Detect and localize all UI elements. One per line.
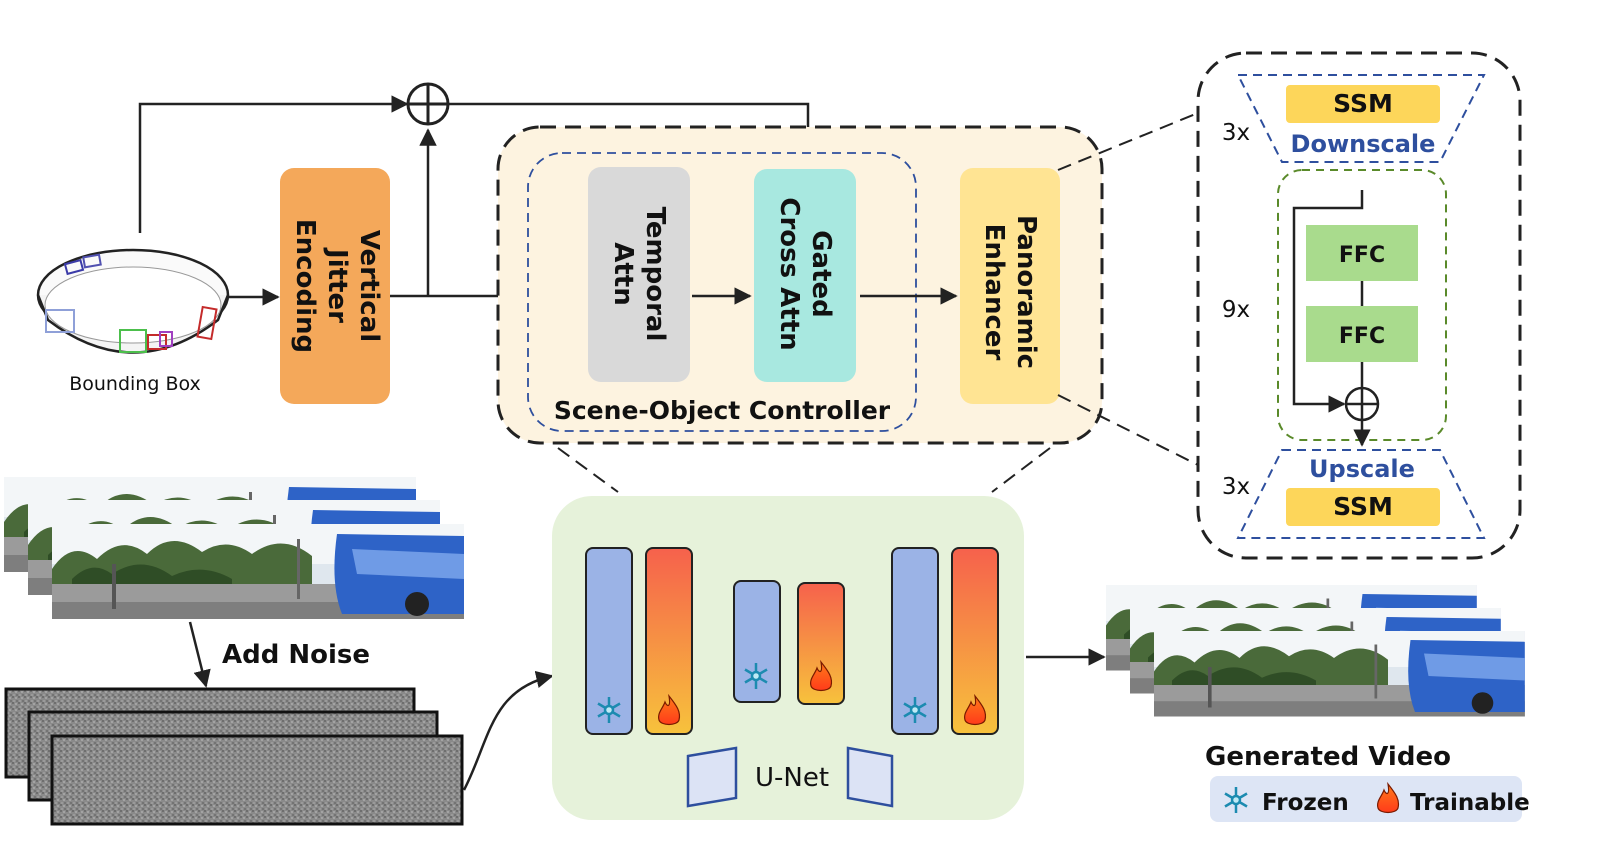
unet-connector-left <box>557 447 619 493</box>
unet-trainable-block-2 <box>797 582 845 705</box>
unet-frozen-block-3 <box>891 547 939 735</box>
ssm-top-label: SSM <box>1333 89 1393 118</box>
controller-title: Scene-Object Controller <box>554 396 891 425</box>
repeat-top-label: 3x <box>1222 120 1250 146</box>
repeat-bottom-label: 3x <box>1222 474 1250 500</box>
unet-frozen-block-2 <box>733 580 781 703</box>
bbox-skip-arrow <box>138 95 409 233</box>
fire-icon <box>658 659 987 726</box>
downscale-label: Downscale <box>1291 130 1436 158</box>
vertical-jitter-encoding-label: Vertical Jitter Encoding <box>290 219 384 353</box>
unet-label: U-Net <box>755 763 829 793</box>
downscale-trapezoid <box>1236 74 1486 163</box>
controller-inner-box <box>527 152 917 432</box>
gated-cross-attn-label: Gated Cross Attn <box>774 197 836 350</box>
noise-to-unet-arrow <box>462 670 554 791</box>
plus-circle-icon <box>1344 386 1380 422</box>
svg-text:Jitter: Jitter <box>322 247 352 323</box>
unet-connector-right <box>991 447 1051 493</box>
vertical-jitter-encoding-block <box>280 168 390 404</box>
upscale-trapezoid <box>1236 449 1486 539</box>
repeat-mid-label: 9x <box>1222 297 1250 323</box>
add-noise-arrow <box>188 621 211 688</box>
ffc-label-1: FFC <box>1339 243 1385 268</box>
svg-text:Cross Attn: Cross Attn <box>774 197 804 350</box>
input-video-frames <box>4 477 464 619</box>
panoramic-enhancer-block <box>960 168 1060 404</box>
unet-trainable-block-3 <box>951 547 999 735</box>
gated-cross-attn-block <box>754 169 856 382</box>
panoramic-enhancer-label: Panoramic Enhancer <box>979 215 1041 369</box>
svg-text:Gated: Gated <box>806 230 836 318</box>
legend-frozen-label: Frozen <box>1262 790 1349 816</box>
bounding-box-ring-icon <box>36 248 230 354</box>
ffc-block-2 <box>1306 306 1418 362</box>
noise-frames <box>4 687 464 826</box>
svg-text:Temporal: Temporal <box>640 207 670 342</box>
unet-trainable-block-1 <box>645 547 693 735</box>
ffc-residual-arrow <box>1292 190 1364 413</box>
svg-text:Vertical: Vertical <box>354 230 384 342</box>
snowflake-icon <box>1224 787 1248 813</box>
unet-decoder-trapezoid <box>846 746 894 808</box>
ssm-bottom-block <box>1286 488 1440 526</box>
ssm-top-block <box>1286 85 1440 123</box>
output-video-frames <box>1106 585 1525 717</box>
zoom-connector-top <box>1057 112 1199 171</box>
snowflake-icon <box>597 663 927 723</box>
svg-text:Attn: Attn <box>608 242 638 306</box>
legend-trainable-label: Trainable <box>1410 790 1530 816</box>
ssm-bottom-label: SSM <box>1333 492 1393 521</box>
unet-frozen-block-1 <box>585 547 633 735</box>
svg-text:Encoding: Encoding <box>290 219 320 353</box>
unet-encoder-trapezoid <box>686 746 738 808</box>
bbox-label: Bounding Box <box>69 373 201 395</box>
legend-box <box>1210 776 1522 822</box>
zoom-connector-bottom <box>1057 394 1199 466</box>
upscale-label: Upscale <box>1309 455 1415 483</box>
generated-video-label: Generated Video <box>1205 742 1451 772</box>
ffc-block-1 <box>1306 225 1418 281</box>
temporal-attn-block <box>588 167 690 382</box>
ffc-label-2: FFC <box>1339 324 1385 349</box>
fire-icon <box>1377 781 1400 814</box>
add-noise-label: Add Noise <box>222 640 370 670</box>
svg-text:Panoramic: Panoramic <box>1011 215 1041 369</box>
plus-circle-icon <box>406 82 450 126</box>
svg-text:Enhancer: Enhancer <box>979 224 1009 361</box>
temporal-attn-label: Temporal Attn <box>608 207 670 342</box>
